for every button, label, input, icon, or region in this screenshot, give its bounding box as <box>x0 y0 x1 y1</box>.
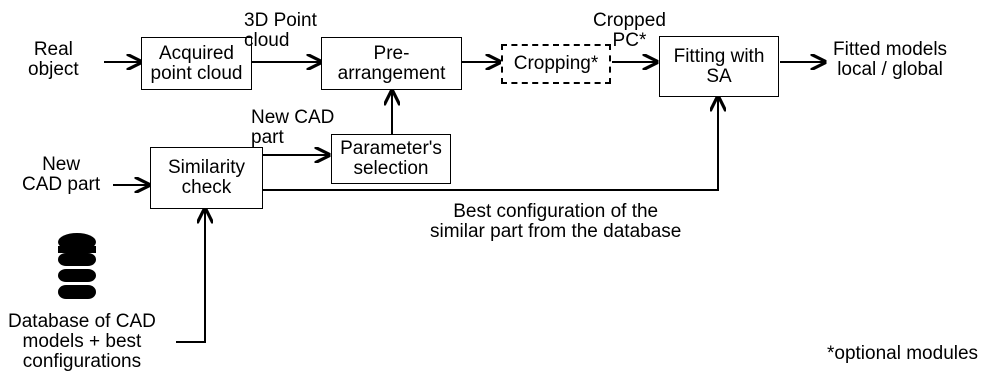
similarity-check-label: Similarity check <box>167 157 246 198</box>
acquired-point-cloud-box: Acquired point cloud <box>141 37 252 90</box>
best-config-edge-label: Best configuration of the similar part f… <box>430 201 682 242</box>
prearrangement-label: Pre- arrangement <box>337 42 446 84</box>
similarity-check-box: Similarity check <box>150 147 263 209</box>
cropping-box: Cropping* <box>501 44 611 84</box>
parameters-selection-label: Parameter's selection <box>340 138 442 179</box>
database-icon <box>58 233 96 299</box>
prearrangement-box: Pre- arrangement <box>321 37 462 90</box>
real-object-label: Real object <box>28 39 79 80</box>
fitting-label: Fitting with SA <box>673 45 765 87</box>
fitting-box: Fitting with SA <box>659 36 779 97</box>
arrow-database-to-similarity <box>176 209 205 343</box>
new-cad-part-edge-label: New CAD part <box>251 107 335 148</box>
arrow-similarity-to-fitting <box>263 97 718 191</box>
database-label: Database of CAD models + best configurat… <box>8 311 156 372</box>
cropping-label: Cropping* <box>513 53 599 74</box>
parameters-selection-box: Parameter's selection <box>331 134 451 184</box>
new-cad-part-input-label: New CAD part <box>22 154 101 195</box>
output-label: Fitted models local / global <box>833 39 948 80</box>
acquired-point-cloud-label: Acquired point cloud <box>150 42 243 84</box>
cropped-pc-edge-label: Cropped PC* <box>593 10 666 51</box>
point-cloud-edge-label: 3D Point cloud <box>244 10 317 51</box>
footnote: *optional modules <box>827 343 979 364</box>
